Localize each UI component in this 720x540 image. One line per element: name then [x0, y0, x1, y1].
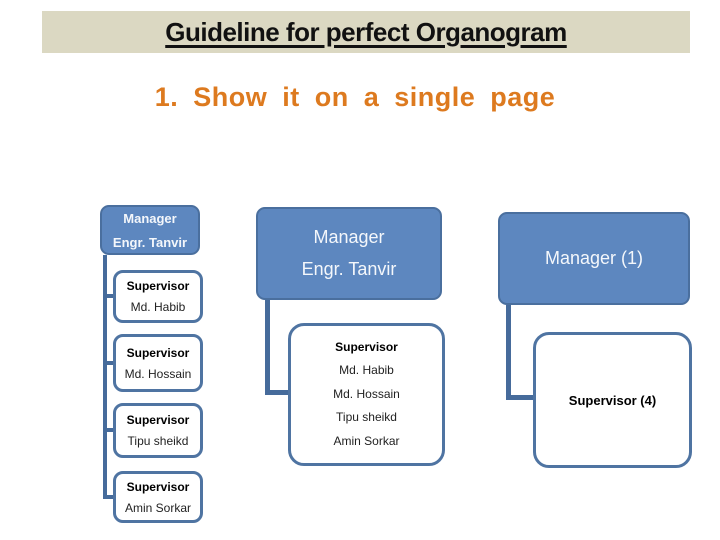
supervisor-node: Supervisor Tipu sheikd — [113, 403, 203, 458]
supervisor-name: Tipu sheikd — [127, 434, 189, 448]
connector-line — [103, 361, 115, 365]
connector-line — [506, 305, 511, 400]
supervisor-title: Supervisor — [126, 279, 190, 293]
supervisor-node: Supervisor Md. Hossain — [113, 334, 203, 392]
supervisor-group-member: Tipu sheikd — [336, 410, 397, 425]
manager-node: Manager Engr. Tanvir — [100, 205, 200, 255]
supervisor-title: Supervisor — [126, 413, 190, 427]
connector-line — [103, 294, 115, 298]
slide-heading: 1. Show it on a single page — [154, 82, 556, 112]
manager-title: Manager — [123, 210, 177, 226]
manager-name: Engr. Tanvir — [112, 234, 188, 250]
supervisor-name: Md. Habib — [130, 300, 186, 314]
supervisor-group-title: Supervisor — [335, 339, 398, 354]
manager-node: Manager (1) — [498, 212, 690, 305]
slide-title: Guideline for perfect Organogram — [165, 16, 567, 47]
slide-title-banner: Guideline for perfect Organogram — [42, 11, 690, 53]
connector-line — [265, 390, 290, 395]
connector-line — [265, 300, 270, 395]
supervisor-node: Supervisor Amin Sorkar — [113, 471, 203, 523]
connector-line — [103, 495, 115, 499]
supervisor-group-member: Md. Habib — [339, 363, 394, 378]
supervisor-group-member: Amin Sorkar — [333, 433, 400, 448]
supervisor-group-member: Md. Hossain — [333, 386, 400, 401]
manager-node: Manager Engr. Tanvir — [256, 207, 442, 300]
connector-line — [103, 428, 115, 432]
connector-line — [506, 395, 535, 400]
supervisor-title: Supervisor — [126, 345, 190, 360]
manager-name: Engr. Tanvir — [301, 259, 397, 279]
supervisor-name: Md. Hossain — [124, 366, 192, 381]
supervisor-node: Supervisor Md. Habib — [113, 270, 203, 323]
supervisor-label: Supervisor (4) — [568, 392, 657, 408]
supervisor-title: Supervisor — [126, 479, 190, 494]
supervisor-name: Amin Sorkar — [124, 500, 192, 515]
manager-label: Manager (1) — [544, 248, 644, 268]
manager-title: Manager — [313, 227, 385, 247]
connector-line — [103, 255, 107, 499]
supervisor-group-node: Supervisor (4) — [533, 332, 692, 468]
supervisor-group-node: Supervisor Md. Habib Md. Hossain Tipu sh… — [288, 323, 445, 466]
